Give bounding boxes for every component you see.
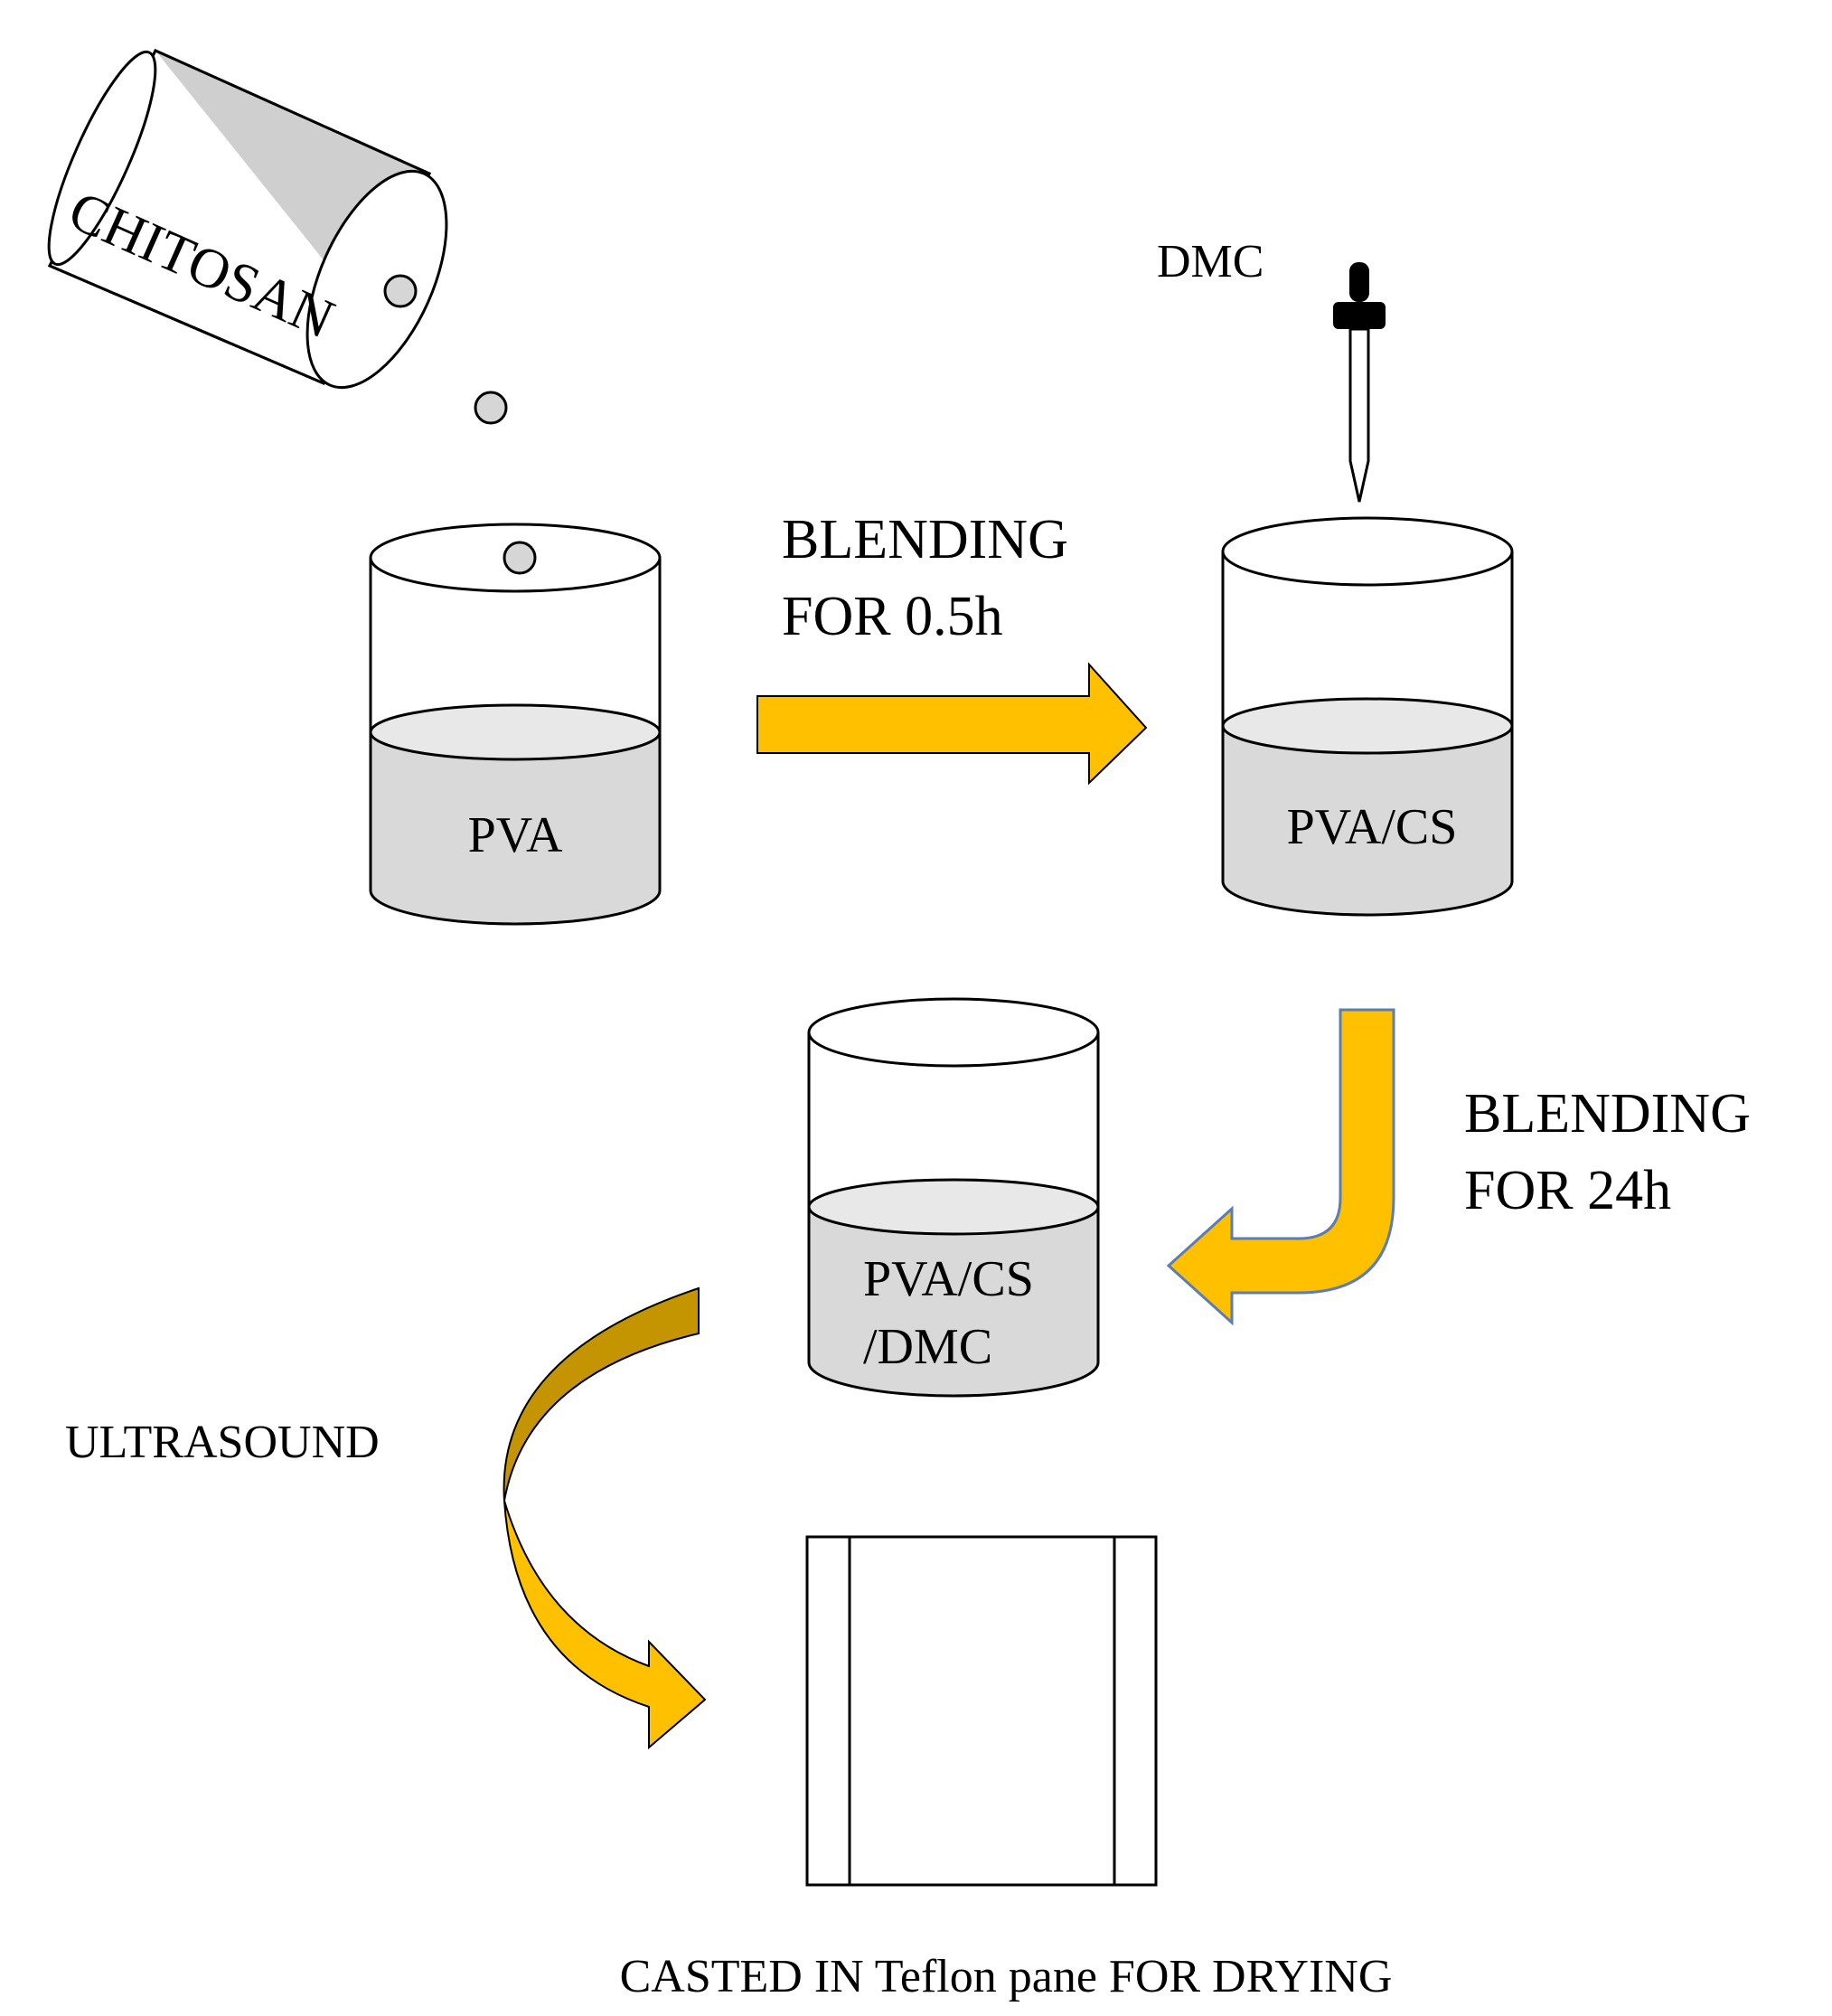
ultrasound-arrow: ULTRASOUND xyxy=(65,1286,707,1750)
teflon-pane xyxy=(805,1535,1158,1887)
pva-cs-dmc-beaker: PVA/CS /DMC xyxy=(807,997,1100,1398)
chitosan-bottle: CHITOSAN xyxy=(47,49,448,390)
dropper-bulb xyxy=(1349,262,1369,302)
pva-liquid-surface xyxy=(369,703,662,761)
final-step-label: CASTED IN Teflon pane FOR DRYING xyxy=(620,1951,1393,2002)
teflon-pane-outline xyxy=(805,1535,1158,1887)
pva-cs-dmc-label-line1: PVA/CS xyxy=(863,1251,1034,1307)
pva-cs-dmc-label-line2: /DMC xyxy=(863,1319,992,1375)
chitosan-bottle-base xyxy=(47,50,157,267)
dropper-tube xyxy=(1348,327,1370,503)
dropper-collar xyxy=(1333,302,1386,329)
step2-label-line1: BLENDING xyxy=(1464,1083,1751,1145)
pva-cs-beaker: PVA/CS xyxy=(1221,516,1514,917)
ultrasound-arrow-lower xyxy=(503,1500,707,1750)
pva-cs-liquid-surface xyxy=(1221,697,1514,755)
chitosan-bottle-mouth xyxy=(305,169,448,390)
pva-particle xyxy=(503,541,537,575)
pva-cs-dmc-liquid-surface xyxy=(807,1178,1100,1236)
chitosan-falling-particle xyxy=(474,391,508,425)
blending-arrow-2: BLENDING FOR 24h xyxy=(1166,1008,1751,1326)
pva-label: PVA xyxy=(468,807,563,863)
pva-cs-dmc-beaker-rim xyxy=(807,997,1100,1068)
pva-cs-label: PVA/CS xyxy=(1287,799,1458,855)
arrow-bent-down-left-icon xyxy=(1166,1008,1395,1326)
ultrasound-arrow-upper xyxy=(503,1286,700,1502)
arrow-right-icon xyxy=(756,662,1148,786)
blending-arrow-1: BLENDING FOR 0.5h xyxy=(756,509,1148,786)
pva-cs-beaker-rim xyxy=(1221,516,1514,587)
ultrasound-label: ULTRASOUND xyxy=(65,1417,380,1468)
dmc-dropper: DMC xyxy=(1157,236,1386,503)
chitosan-particle-in-mouth xyxy=(383,274,418,308)
step2-label-line2: FOR 24h xyxy=(1464,1160,1671,1221)
dmc-label: DMC xyxy=(1157,236,1264,287)
pva-beaker: PVA xyxy=(369,523,662,926)
step1-label-line1: BLENDING xyxy=(782,509,1068,570)
step1-label-line2: FOR 0.5h xyxy=(782,586,1003,647)
